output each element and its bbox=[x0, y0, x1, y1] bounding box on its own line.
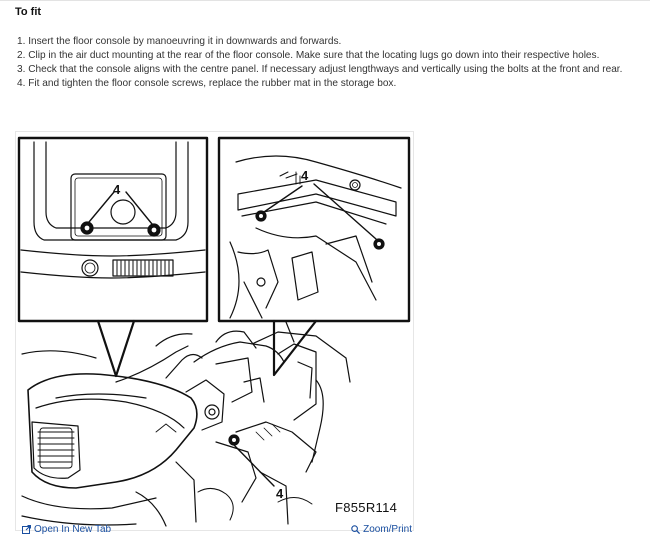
callout-left-number: 4 bbox=[113, 182, 121, 197]
zoom-print-link[interactable]: Zoom/Print bbox=[351, 524, 412, 535]
step-item: 4. Fit and tighten the floor console scr… bbox=[17, 77, 397, 89]
section-heading: To fit bbox=[15, 6, 42, 18]
instruction-steps: 1. Insert the floor console by manoeuvri… bbox=[17, 35, 622, 91]
magnifier-icon bbox=[351, 525, 361, 534]
open-in-new-tab-label: Open In New Tab bbox=[34, 524, 112, 535]
step-item: 3. Check that the console aligns with th… bbox=[17, 63, 623, 75]
step-item: 1. Insert the floor console by manoeuvri… bbox=[17, 36, 342, 47]
right-detail-panel bbox=[217, 136, 411, 323]
figure-code: F855R114 bbox=[335, 500, 398, 515]
callout-pointers bbox=[96, 319, 318, 378]
arrow-mark-icon bbox=[285, 173, 298, 179]
callout-right-number: 4 bbox=[301, 168, 309, 183]
left-detail-panel bbox=[17, 136, 209, 323]
step-item: 2. Clip in the air duct mounting at the … bbox=[17, 49, 600, 61]
technical-illustration[interactable]: 4 4 4 F855R114 bbox=[15, 131, 414, 531]
illustration-drawing: 4 4 4 bbox=[17, 136, 411, 527]
callout-bottom-number: 4 bbox=[276, 486, 284, 501]
figure-toolbar: Open In New Tab Zoom/Print bbox=[22, 524, 414, 535]
external-link-icon bbox=[22, 525, 31, 534]
main-console-view bbox=[21, 321, 351, 527]
open-in-new-tab-link[interactable]: Open In New Tab bbox=[22, 524, 111, 535]
top-divider bbox=[0, 0, 650, 1]
zoom-print-label: Zoom/Print bbox=[363, 524, 412, 535]
